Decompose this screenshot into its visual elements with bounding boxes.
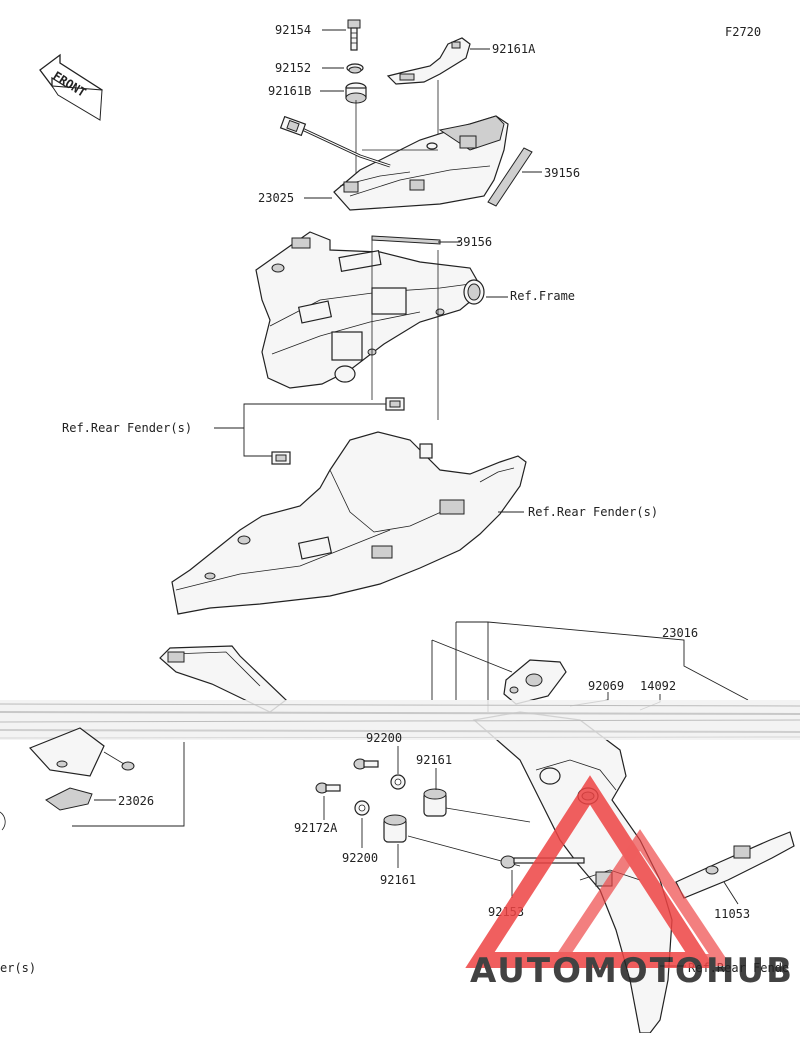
- callout-23025: 23025: [258, 191, 294, 205]
- figure-code: F2720: [725, 25, 761, 39]
- callout-ref-rear-fender-left: Ref.Rear Fender(s): [62, 421, 192, 435]
- reflector-mount-14092: [503, 659, 567, 705]
- fender-clip-upper: [385, 397, 405, 411]
- callout-11053: 11053: [714, 907, 750, 921]
- callout-ref-frame: Ref.Frame: [510, 289, 575, 303]
- callout-92161-top: 92161: [416, 753, 452, 767]
- grommet-92161-upper: [423, 788, 447, 817]
- washer-92200-upper: [390, 774, 406, 790]
- watermark-text-right: HUB: [706, 951, 794, 991]
- frame-reference: [255, 231, 485, 389]
- screw-92172A: [315, 782, 341, 794]
- callout-39156-mid: 39156: [456, 235, 492, 249]
- callout-92172A: 92172A: [294, 821, 338, 835]
- callout-14092: 14092: [640, 679, 676, 693]
- tail-light-23025: [279, 115, 509, 211]
- washer-92200: [354, 800, 370, 816]
- callout-ref-fender-partial-left: er(s): [0, 961, 36, 975]
- grommet-92161: [383, 814, 407, 843]
- watermark-text-left: AUTOMOTO: [470, 951, 706, 991]
- callout-92200: 92200: [342, 851, 378, 865]
- bolt-92154: [347, 19, 361, 51]
- callout-23026: 23026: [118, 794, 154, 808]
- lens-strip-39156-top: [487, 147, 533, 207]
- front-arrow-icon: FRONT: [39, 53, 103, 121]
- callout-92152: 92152: [275, 61, 311, 75]
- rear-fender-reference: [171, 431, 527, 615]
- fender-clip-lower: [271, 451, 291, 465]
- callout-92069: 92069: [588, 679, 624, 693]
- lens-strip-39156-mid: [371, 235, 441, 245]
- callout-92154: 92154: [275, 23, 311, 37]
- scan-artifact-band: [0, 700, 800, 740]
- clamp-92161A: [386, 37, 471, 85]
- cover-23026: [28, 727, 135, 811]
- callout-92200-top: 92200: [366, 731, 402, 745]
- callout-92161B: 92161B: [268, 84, 311, 98]
- callout-92161: 92161: [380, 873, 416, 887]
- automotohub-watermark-logo: AUTOMOTO HUB: [465, 775, 794, 991]
- callout-ref-rear-fender-right: Ref.Rear Fender(s): [528, 505, 658, 519]
- screw-upper: [353, 758, 379, 770]
- light-bracket-11053: [675, 831, 795, 899]
- callout-92161A: 92161A: [492, 42, 536, 56]
- washer-92152: [346, 63, 364, 74]
- callout-23016: 23016: [662, 626, 698, 640]
- callout-39156-top: 39156: [544, 166, 580, 180]
